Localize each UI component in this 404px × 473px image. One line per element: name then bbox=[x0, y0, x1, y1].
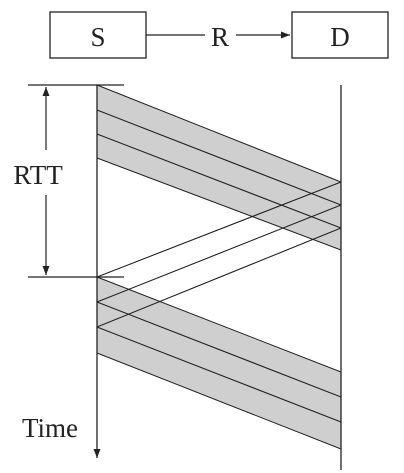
first-window-packet-line-1 bbox=[96, 109, 342, 206]
second-window-packet-line-2 bbox=[96, 326, 342, 423]
source-node-box bbox=[49, 11, 147, 59]
packet-lines bbox=[96, 109, 342, 423]
destination-node-box bbox=[291, 11, 389, 59]
data-bands bbox=[96, 84, 342, 450]
first-window-packet-line-2 bbox=[96, 133, 342, 229]
destination-node-label: D bbox=[330, 22, 350, 52]
ack-line-2 bbox=[96, 204, 342, 303]
timelines bbox=[93, 85, 342, 470]
topology-row: S R D bbox=[49, 11, 389, 59]
rtt-measure: RTT bbox=[13, 84, 124, 278]
ack-lines bbox=[96, 181, 342, 328]
router-node-label: R bbox=[211, 22, 229, 52]
source-node-label: S bbox=[90, 22, 105, 52]
first-window-band bbox=[96, 84, 342, 251]
time-axis-label: Time bbox=[22, 413, 78, 443]
ack-line-1 bbox=[96, 181, 342, 278]
ack-line-3 bbox=[96, 227, 342, 328]
rtt-label: RTT bbox=[13, 160, 63, 190]
second-window-packet-line-1 bbox=[96, 301, 342, 398]
second-window-band bbox=[96, 276, 342, 450]
